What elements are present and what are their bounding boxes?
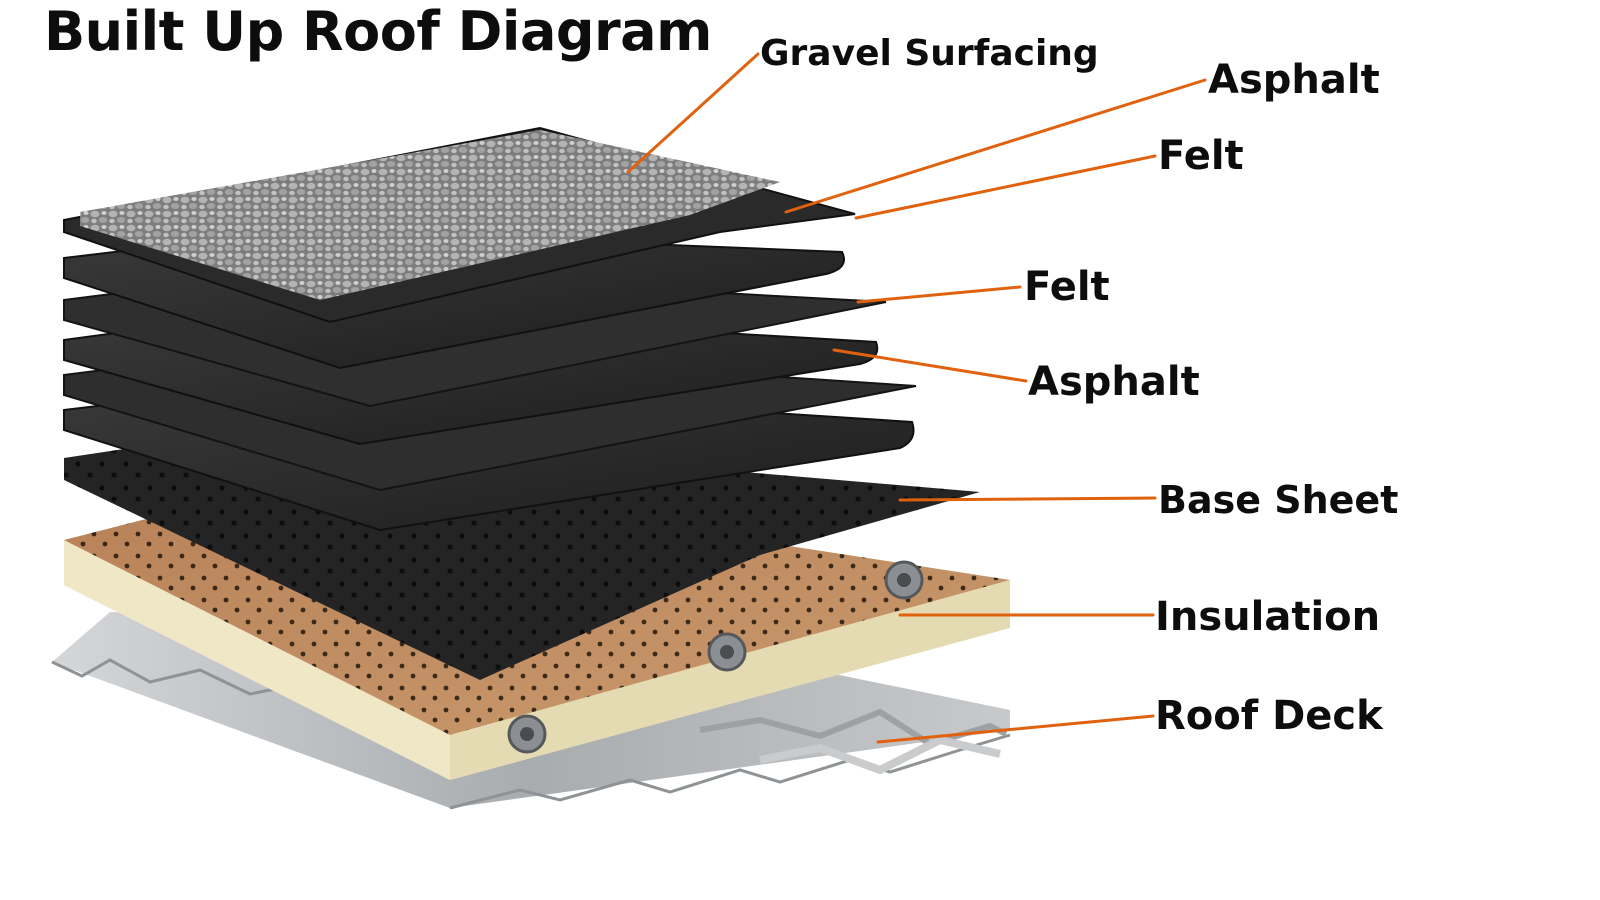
fastener-plates <box>507 560 924 754</box>
label-asphalt-top: Asphalt <box>1208 57 1380 103</box>
label-gravel-surfacing: Gravel Surfacing <box>760 33 1099 74</box>
felt-asphalt-stack <box>63 228 917 532</box>
leader-base-sheet <box>898 496 1157 502</box>
label-asphalt-mid: Asphalt <box>1028 359 1200 405</box>
leader-felt-mid <box>856 285 1022 304</box>
label-felt-mid: Felt <box>1024 264 1110 310</box>
leader-asphalt-top <box>784 78 1207 214</box>
gravel-surface-layer <box>63 126 856 324</box>
leader-gravel-surfacing <box>626 52 760 174</box>
leader-felt-top <box>854 154 1157 220</box>
label-insulation: Insulation <box>1155 594 1381 640</box>
label-felt-top: Felt <box>1158 133 1244 179</box>
label-roof-deck: Roof Deck <box>1155 693 1383 739</box>
leader-lines <box>626 52 1207 744</box>
leader-asphalt-mid <box>832 348 1028 383</box>
leader-roof-deck <box>876 714 1155 744</box>
label-base-sheet: Base Sheet <box>1158 478 1399 522</box>
diagram-title: Built Up Roof Diagram <box>44 0 712 63</box>
